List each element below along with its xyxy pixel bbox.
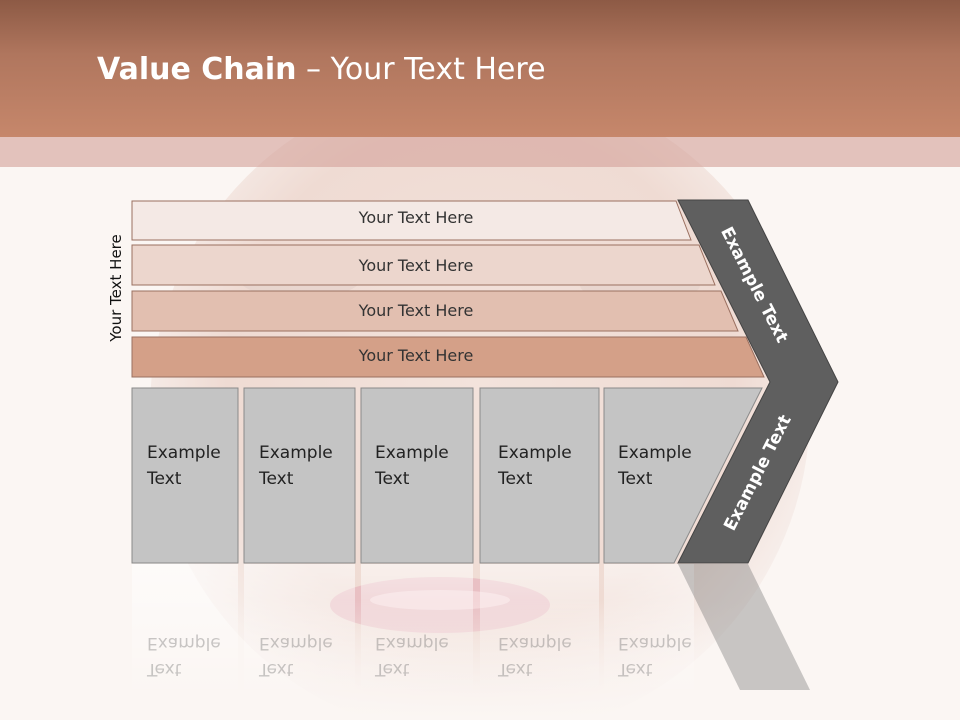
slide-title: Value Chain – Your Text Here <box>97 52 546 87</box>
box-shape-2 <box>243 387 356 564</box>
box-4-line1: Example <box>498 443 572 463</box>
row-shape-2 <box>131 244 716 286</box>
box-2-line2: Text <box>259 469 294 489</box>
box-shape-5 <box>603 387 763 564</box>
box-1-line1: Example <box>147 443 221 463</box>
title-bold: Value Chain <box>97 52 297 87</box>
box-shape-4 <box>479 387 600 564</box>
title-rest: – Your Text Here <box>296 52 546 87</box>
header-band <box>0 137 960 167</box>
row-shape-4 <box>131 336 765 378</box>
box-5-line2: Text <box>618 469 653 489</box>
box-3-line1: Example <box>375 443 449 463</box>
row-label-3: Your Text Here <box>358 301 474 320</box>
chevron-shape <box>677 199 839 564</box>
box-4-line2: Text <box>498 469 533 489</box>
box-3-line2: Text <box>375 469 410 489</box>
header-bar <box>0 0 960 137</box>
box-5-line1: Example <box>618 443 692 463</box>
row-shape-1 <box>131 200 692 241</box>
box-shape-1 <box>131 387 239 564</box>
row-label-2: Your Text Here <box>358 256 474 275</box>
row-label-1: Your Text Here <box>358 208 474 227</box>
row-label-4: Your Text Here <box>358 346 474 365</box>
box-shape-3 <box>360 387 474 564</box>
box-2-line1: Example <box>259 443 333 463</box>
row-shape-3 <box>131 290 739 332</box>
box-1-line2: Text <box>147 469 182 489</box>
